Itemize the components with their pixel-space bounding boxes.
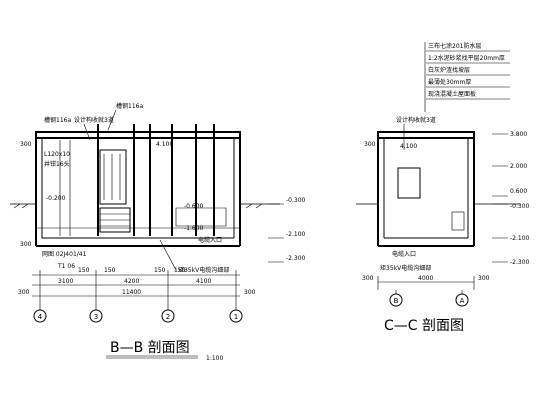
label-steel: L120x10: [44, 151, 70, 158]
axis-bubble-a: [455, 293, 469, 307]
axis-bubble-4: [33, 309, 47, 323]
label-elev-m060: -0.600: [184, 203, 204, 210]
label-elev-410-right: 4.100: [400, 143, 417, 150]
dim-bay-3: 4100: [196, 278, 211, 285]
axis-bubble-3: [89, 309, 103, 323]
label-elev-m230-right: -2.300: [510, 259, 530, 266]
elev-marks-right: [492, 133, 508, 263]
label-equipment-left: 设计构收就3道: [74, 116, 114, 124]
outer-walls-right: [377, 138, 475, 246]
label-elev-m030-right: -0.300: [510, 203, 530, 210]
label-equipment-right: 设计构收就3道: [396, 116, 436, 124]
inner-walls: [41, 138, 235, 238]
cable-trench: [175, 207, 227, 227]
label-cable-duct-left: 矩35kV电缆沟细部: [178, 266, 229, 274]
axis-label-b: B: [394, 297, 399, 305]
label-cable-duct-right: 矩35kV电缆沟细部: [380, 264, 431, 272]
axis-label-4: 4: [38, 313, 43, 321]
leader-equipment-left: [83, 123, 91, 141]
cable-entry-box: [451, 211, 465, 231]
roof-note-1: 三布七涂201防水层: [428, 42, 481, 50]
dimension-line-right: [377, 276, 475, 290]
dim-span-2: 150: [104, 267, 116, 274]
dimension-ticks: [39, 270, 237, 300]
trench-grid-lines: [100, 213, 130, 227]
dim-side-right: 300: [244, 289, 256, 296]
roof-slab: [35, 131, 241, 139]
inner-walls-right: [383, 138, 469, 238]
title-scale: 1:100: [206, 355, 223, 362]
roof-note-3: 白灰炉渣找坡层: [428, 66, 470, 74]
roof-note-4: 最薄处30mm厚: [428, 78, 471, 86]
label-channel-top: 槽钢116a: [116, 102, 143, 110]
label-dim-300-right: 300: [364, 141, 376, 148]
axis-label-1: 1: [234, 313, 238, 321]
label-cable-entry-right: 电缆入口: [392, 250, 416, 258]
axis-bubble-1: [229, 309, 243, 323]
label-channel-left: 槽钢116a: [44, 116, 71, 124]
elev-marks-left: [268, 203, 284, 263]
label-elev-m020: -0.200: [46, 195, 66, 202]
title-b-b: B—B 剖面图: [110, 340, 190, 356]
dim-side-left-right: 300: [362, 275, 374, 282]
dimension-lines: [32, 274, 240, 297]
label-ref: 网图 02J401/41: [42, 251, 87, 258]
dim-span-4: 150: [174, 267, 186, 274]
label-elev-m160: -1.600: [184, 225, 204, 232]
wall-bars: [59, 140, 71, 236]
label-elev-060: 0.600: [510, 188, 527, 195]
axis-leaders: [39, 300, 237, 310]
axis-leaders-right: [395, 290, 463, 294]
title-c-c: C—C 剖面图: [384, 318, 464, 334]
label-rod: 井钳16头: [44, 160, 70, 168]
title-underline-b-b: [106, 355, 198, 359]
dim-span-3: 150: [154, 267, 166, 274]
dim-side-right-right: 300: [478, 275, 490, 282]
section-c-c: 三布七涂201防水层 1:2水泥砂浆找平层20mm厚 白灰炉渣找坡层 最薄处30…: [356, 42, 530, 334]
axis-label-2: 2: [166, 313, 170, 321]
dim-bay-1: 3100: [58, 278, 73, 285]
dim-span-right: 4000: [418, 275, 433, 282]
equipment-cabinet: [99, 149, 127, 205]
ground-hatch: [13, 203, 263, 209]
axis-label-a: A: [460, 297, 465, 305]
label-elev-410-left: 4.100: [156, 141, 173, 148]
label-elev-200: 2.000: [510, 163, 527, 170]
label-elev-m210-left: -2.100: [286, 231, 306, 238]
roof-slab-right: [377, 131, 475, 139]
leader-channel-top: [107, 109, 117, 131]
axis-bubble-2: [161, 309, 175, 323]
dim-side-left: 300: [18, 289, 30, 296]
cabinet-right: [397, 167, 421, 199]
label-elev-m030-left: -0.300: [286, 197, 306, 204]
roof-note-2: 1:2水泥砂浆找平层20mm厚: [428, 54, 505, 62]
label-elev-m210-right: -2.100: [510, 235, 530, 242]
label-cable-entry-left: 电缆入口: [198, 236, 222, 244]
axis-bubble-b: [389, 293, 403, 307]
label-elev-m230-left: -2.300: [286, 255, 306, 262]
section-b-b: 槽钢116a 槽钢116a 设计构收就3道 L120x10 井钳16头 4.10…: [10, 102, 306, 362]
dim-span-1: 150: [78, 267, 90, 274]
label-detail-t1: T1 06: [57, 263, 75, 270]
leader-cable-duct-left: [159, 239, 177, 271]
label-elev-380: 3.800: [510, 131, 527, 138]
cabinet-detail: [103, 154, 121, 200]
roof-note-5: 现浇混凝土屋面板: [428, 90, 476, 98]
dim-total: 11400: [122, 289, 141, 296]
label-dim-300-left-b: 300: [20, 241, 32, 248]
axis-label-3: 3: [94, 313, 98, 321]
dim-bay-2: 4200: [124, 278, 139, 285]
label-dim-300-left-a: 300: [20, 141, 32, 148]
steel-columns: [97, 124, 215, 236]
